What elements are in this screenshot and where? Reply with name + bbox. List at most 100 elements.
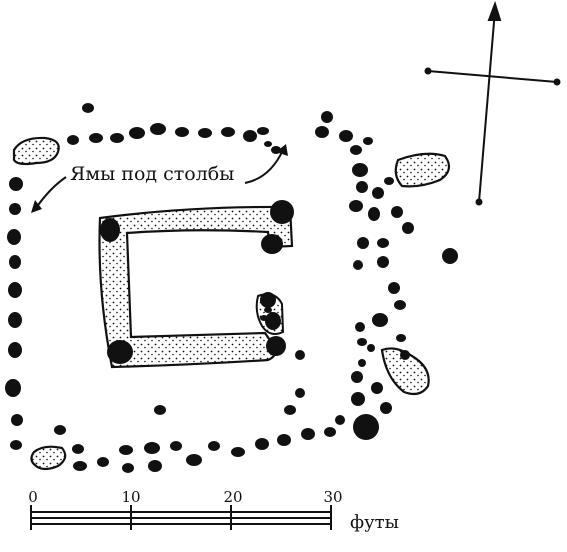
stone-slabs — [12, 136, 451, 471]
stone-slab — [30, 445, 67, 471]
post-hole — [9, 203, 21, 215]
post-hole — [396, 334, 406, 342]
post-hole — [100, 218, 120, 242]
post-hole — [82, 103, 94, 113]
post-hole — [402, 222, 414, 234]
scale-tick-label: 20 — [223, 488, 243, 506]
scale-tick-label: 30 — [323, 488, 343, 506]
post-hole — [97, 457, 109, 467]
post-hole — [261, 234, 283, 254]
post-hole — [264, 307, 272, 313]
post-hole — [315, 126, 329, 138]
arrow-left — [35, 176, 67, 209]
post-hole — [129, 127, 145, 139]
post-hole — [368, 207, 380, 221]
post-hole — [351, 392, 365, 406]
post-hole — [9, 177, 23, 191]
post-hole — [388, 282, 400, 294]
post-hole — [7, 229, 21, 245]
post-hole — [357, 237, 369, 249]
post-hole — [170, 441, 182, 451]
post-hole — [8, 282, 22, 298]
scale-tick-label: 10 — [121, 488, 141, 506]
post-hole — [371, 382, 383, 394]
post-hole — [10, 440, 22, 450]
post-hole — [356, 181, 368, 193]
post-hole — [384, 177, 394, 185]
post-hole — [284, 405, 296, 415]
post-hole — [391, 206, 403, 218]
north-arrow-icon — [424, 0, 561, 206]
post-hole — [67, 135, 79, 145]
post-hole — [260, 315, 268, 321]
post-hole — [394, 300, 406, 310]
scale-bar — [30, 505, 332, 530]
post-hole — [372, 313, 388, 327]
post-hole — [9, 255, 21, 269]
post-hole — [350, 145, 362, 155]
stone-slab — [394, 152, 451, 188]
post-hole — [352, 163, 368, 177]
post-hole — [442, 248, 458, 264]
post-hole — [358, 359, 366, 367]
post-hole — [353, 260, 363, 270]
post-hole — [54, 425, 66, 435]
post-hole — [349, 200, 363, 212]
post-hole — [8, 342, 22, 358]
post-hole — [380, 402, 392, 414]
post-hole — [243, 130, 257, 142]
post-hole — [119, 445, 133, 455]
post-hole — [266, 336, 286, 356]
post-hole — [175, 127, 189, 137]
post-hole — [148, 460, 162, 472]
post-hole — [107, 340, 133, 364]
post-hole — [367, 344, 375, 352]
post-hole — [208, 441, 220, 451]
post-hole — [277, 434, 291, 446]
post-hole — [335, 415, 345, 425]
post-hole — [110, 133, 124, 143]
scale-unit-label: футы — [350, 512, 399, 533]
post-hole — [265, 312, 281, 330]
post-hole — [122, 463, 134, 473]
arrow-right — [244, 149, 284, 184]
post-hole — [72, 444, 84, 454]
post-hole — [231, 447, 245, 457]
post-hole — [400, 350, 410, 360]
post-hole — [295, 350, 305, 360]
post-hole — [324, 427, 336, 437]
post-hole — [73, 461, 87, 471]
post-hole — [377, 256, 389, 268]
post-hole — [363, 137, 373, 145]
post-hole — [301, 428, 315, 440]
post-hole — [8, 312, 22, 328]
post-hole — [144, 442, 160, 454]
annotation-arrows — [31, 144, 288, 213]
post-hole — [260, 292, 276, 308]
post-hole — [154, 405, 166, 415]
scale-tick-label: 0 — [28, 488, 38, 506]
post-hole — [377, 238, 389, 248]
stone-slab — [12, 136, 60, 166]
post-hole — [372, 187, 384, 199]
post-hole — [357, 338, 367, 346]
post-hole — [355, 322, 365, 332]
post-hole — [351, 371, 363, 383]
post-hole — [198, 128, 212, 138]
post-holes — [5, 103, 458, 473]
post-hole — [264, 141, 272, 147]
post-hole — [5, 379, 21, 397]
post-hole — [255, 438, 269, 450]
post-hole — [339, 130, 353, 142]
post-hole — [353, 414, 379, 440]
post-hole — [257, 127, 269, 135]
post-hole — [150, 123, 166, 135]
post-hole — [295, 388, 305, 398]
post-hole — [186, 454, 202, 466]
post-hole — [89, 133, 103, 143]
post-hole — [11, 414, 23, 426]
post-hole — [221, 127, 235, 137]
post-hole — [270, 200, 294, 224]
